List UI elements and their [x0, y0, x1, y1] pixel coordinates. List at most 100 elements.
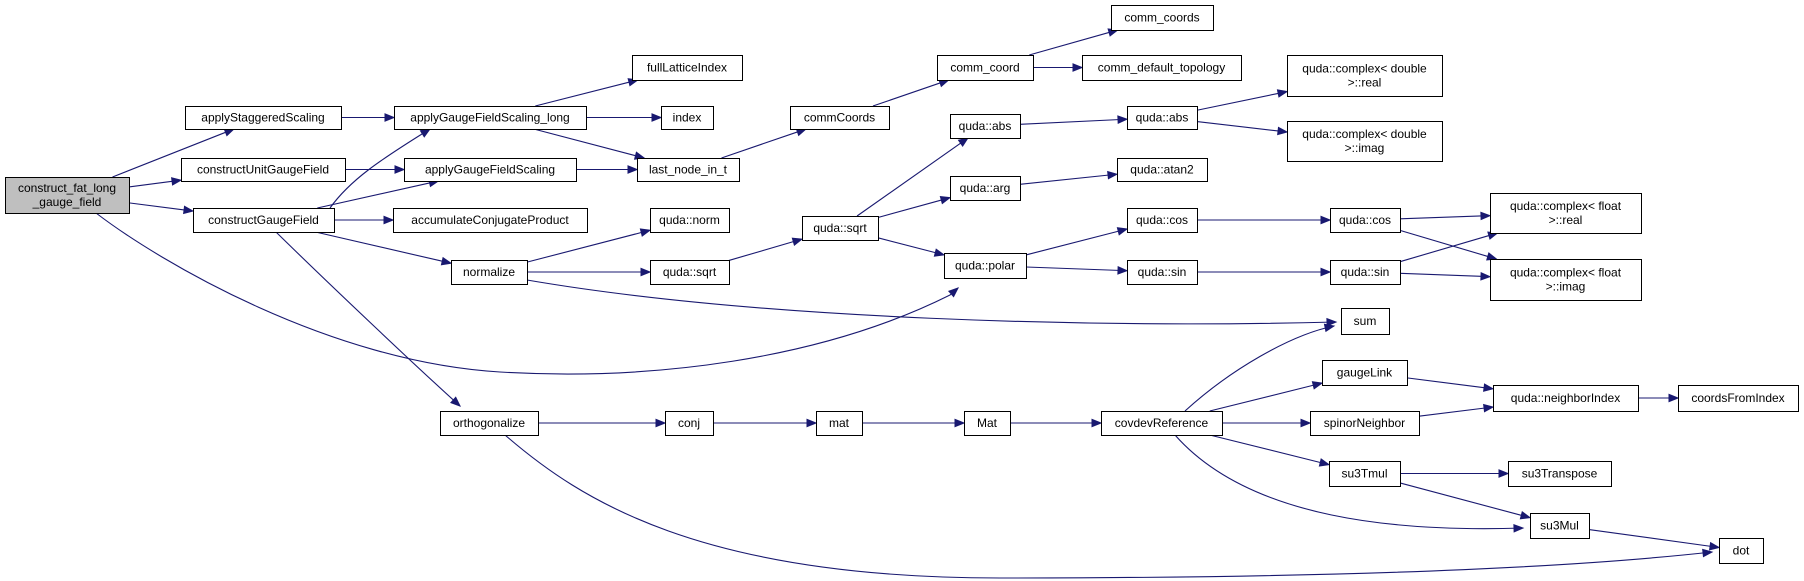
node-sin1[interactable]: quda::sin [1127, 260, 1198, 285]
node-applyGaugeFieldScaling_long[interactable]: applyGaugeFieldScaling_long [394, 106, 587, 130]
arrowhead-covdevReference-to-su3Tmul [1318, 458, 1331, 467]
node-abs1[interactable]: quda::abs [950, 114, 1021, 139]
node-label: quda::polar [955, 259, 1015, 273]
node-cdimag[interactable]: quda::complex< double>::imag [1287, 121, 1443, 162]
node-label: comm_coord [950, 61, 1019, 75]
node-covdevReference[interactable]: covdevReference [1101, 411, 1223, 436]
node-label: quda::abs [1136, 111, 1189, 125]
arrowhead-mat-to-Mat [954, 418, 966, 428]
node-label: quda::sqrt [663, 265, 717, 279]
node-cfimag[interactable]: quda::complex< float>::imag [1490, 259, 1642, 301]
edge-root-to-polar [95, 212, 959, 375]
node-cfreal[interactable]: quda::complex< float>::real [1490, 193, 1642, 234]
node-conj[interactable]: conj [665, 411, 714, 436]
node-polar[interactable]: quda::polar [944, 253, 1027, 279]
arrowhead-applyGaugeFieldScaling_long-to-index [651, 113, 663, 122]
edge-covdevReference-to-su3Mul [1174, 434, 1524, 530]
edge-last_node_in_t-to-commCoords [721, 131, 798, 159]
node-box [964, 411, 1011, 436]
node-cdreal[interactable]: quda::complex< double>::real [1287, 55, 1443, 97]
node-sqrt1[interactable]: quda::sqrt [650, 260, 730, 285]
node-cos2[interactable]: quda::cos [1330, 208, 1401, 233]
node-box [1127, 260, 1198, 285]
node-constructUnitGaugeField[interactable]: constructUnitGaugeField [181, 158, 346, 182]
node-coordsFromIndex[interactable]: coordsFromIndex [1678, 385, 1799, 412]
node-comm_coords[interactable]: comm_coords [1111, 5, 1214, 31]
arrowhead-normalize-to-sum [1326, 317, 1338, 327]
arrowhead-su3Tmul-to-su3Transpose [1498, 469, 1510, 478]
edge-sin2-to-cfimag [1399, 272, 1482, 277]
arrowhead-root-to-constructUnitGaugeField [171, 177, 183, 186]
edge-arg-to-atan2 [1019, 174, 1109, 185]
node-arg[interactable]: quda::arg [950, 176, 1021, 201]
node-Mat[interactable]: Mat [964, 411, 1011, 436]
arrowhead-sqrt2-to-polar [933, 248, 946, 257]
node-label: quda::neighborIndex [1511, 391, 1620, 405]
node-neighborIndex[interactable]: quda::neighborIndex [1493, 385, 1639, 412]
arrowhead-covdevReference-to-su3Mul [1513, 523, 1525, 533]
arrowhead-polar-to-cos1 [1116, 227, 1129, 236]
arrowhead-covdevReference-to-sum [1323, 323, 1336, 333]
edge-constructGaugeField-to-orthogonalize [275, 231, 461, 407]
node-commCoords[interactable]: commCoords [790, 106, 890, 130]
edge-constructGaugeField-to-normalize [315, 231, 443, 262]
node-index[interactable]: index [661, 106, 714, 130]
node-label: constructGaugeField [208, 213, 319, 227]
node-box [1127, 208, 1198, 233]
node-mat[interactable]: mat [816, 411, 863, 436]
arrowhead-gaugeLink-to-neighborIndex [1483, 383, 1495, 392]
node-abs2[interactable]: quda::abs [1127, 106, 1198, 130]
arrowhead-root-to-polar [947, 287, 960, 298]
node-gaugeLink[interactable]: gaugeLink [1322, 360, 1408, 386]
node-last_node_in_t[interactable]: last_node_in_t [637, 158, 740, 182]
node-su3Tmul[interactable]: su3Tmul [1329, 461, 1401, 487]
edge-cos2-to-cfimag [1399, 229, 1488, 257]
edge-polar-to-sin1 [1025, 266, 1119, 271]
arrowhead-orthogonalize-to-conj [655, 418, 667, 428]
arrowhead-sqrt2-to-abs1 [957, 137, 970, 148]
edge-normalize-to-sum [526, 279, 1337, 325]
edge-constructGaugeField-to-applyGaugeFieldScaling_long [329, 128, 431, 209]
node-spinorNeighbor[interactable]: spinorNeighbor [1310, 411, 1420, 436]
arrowhead-normalize-to-sqrt1 [640, 267, 652, 277]
node-su3Mul[interactable]: su3Mul [1530, 513, 1590, 539]
node-applyGaugeFieldScaling[interactable]: applyGaugeFieldScaling [404, 158, 577, 182]
node-dot[interactable]: dot [1719, 538, 1764, 564]
node-orthogonalize[interactable]: orthogonalize [440, 411, 539, 436]
node-normalize[interactable]: normalize [451, 260, 528, 285]
arrowhead-constructUnitGaugeField-to-applyGaugeFieldScaling [394, 165, 406, 174]
node-label: quda::sin [1341, 265, 1390, 279]
node-fullLatticeIndex[interactable]: fullLatticeIndex [632, 55, 743, 81]
node-norm[interactable]: quda::norm [650, 208, 730, 233]
node-label: applyGaugeFieldScaling_long [410, 111, 569, 125]
node-comm_coord[interactable]: comm_coord [937, 55, 1034, 81]
node-sqrt2[interactable]: quda::sqrt [802, 216, 879, 241]
node-label: >::imag [1345, 141, 1385, 155]
node-box [950, 176, 1021, 201]
node-accumulateConjugateProduct[interactable]: accumulateConjugateProduct [393, 208, 588, 233]
node-sin2[interactable]: quda::sin [1330, 260, 1401, 285]
node-cos1[interactable]: quda::cos [1127, 208, 1198, 233]
node-box [650, 260, 730, 285]
node-label: covdevReference [1115, 416, 1209, 430]
node-box [404, 158, 577, 182]
node-root[interactable]: construct_fat_long_gauge_field [5, 177, 130, 214]
node-label: quda::sqrt [813, 221, 867, 235]
arrowhead-neighborIndex-to-coordsFromIndex [1668, 393, 1680, 403]
node-box [1111, 5, 1214, 31]
node-label: comm_coords [1124, 11, 1199, 25]
edge-covdevReference-to-su3Tmul [1209, 434, 1321, 464]
node-sum[interactable]: sum [1341, 308, 1390, 335]
node-comm_default_topology[interactable]: comm_default_topology [1082, 55, 1242, 81]
edge-su3Tmul-to-su3Mul [1399, 482, 1522, 516]
node-label: gaugeLink [1337, 366, 1393, 380]
arrowhead-covdevReference-to-spinorNeighbor [1300, 418, 1312, 428]
node-constructGaugeField[interactable]: constructGaugeField [193, 208, 335, 233]
edge-sin2-to-cfreal [1399, 235, 1490, 263]
node-box [1719, 538, 1764, 564]
node-su3Transpose[interactable]: su3Transpose [1508, 461, 1612, 487]
node-atan2[interactable]: quda::atan2 [1117, 158, 1208, 182]
node-applyStaggeredScaling[interactable]: applyStaggeredScaling [185, 106, 342, 130]
node-label: constructUnitGaugeField [197, 163, 329, 177]
